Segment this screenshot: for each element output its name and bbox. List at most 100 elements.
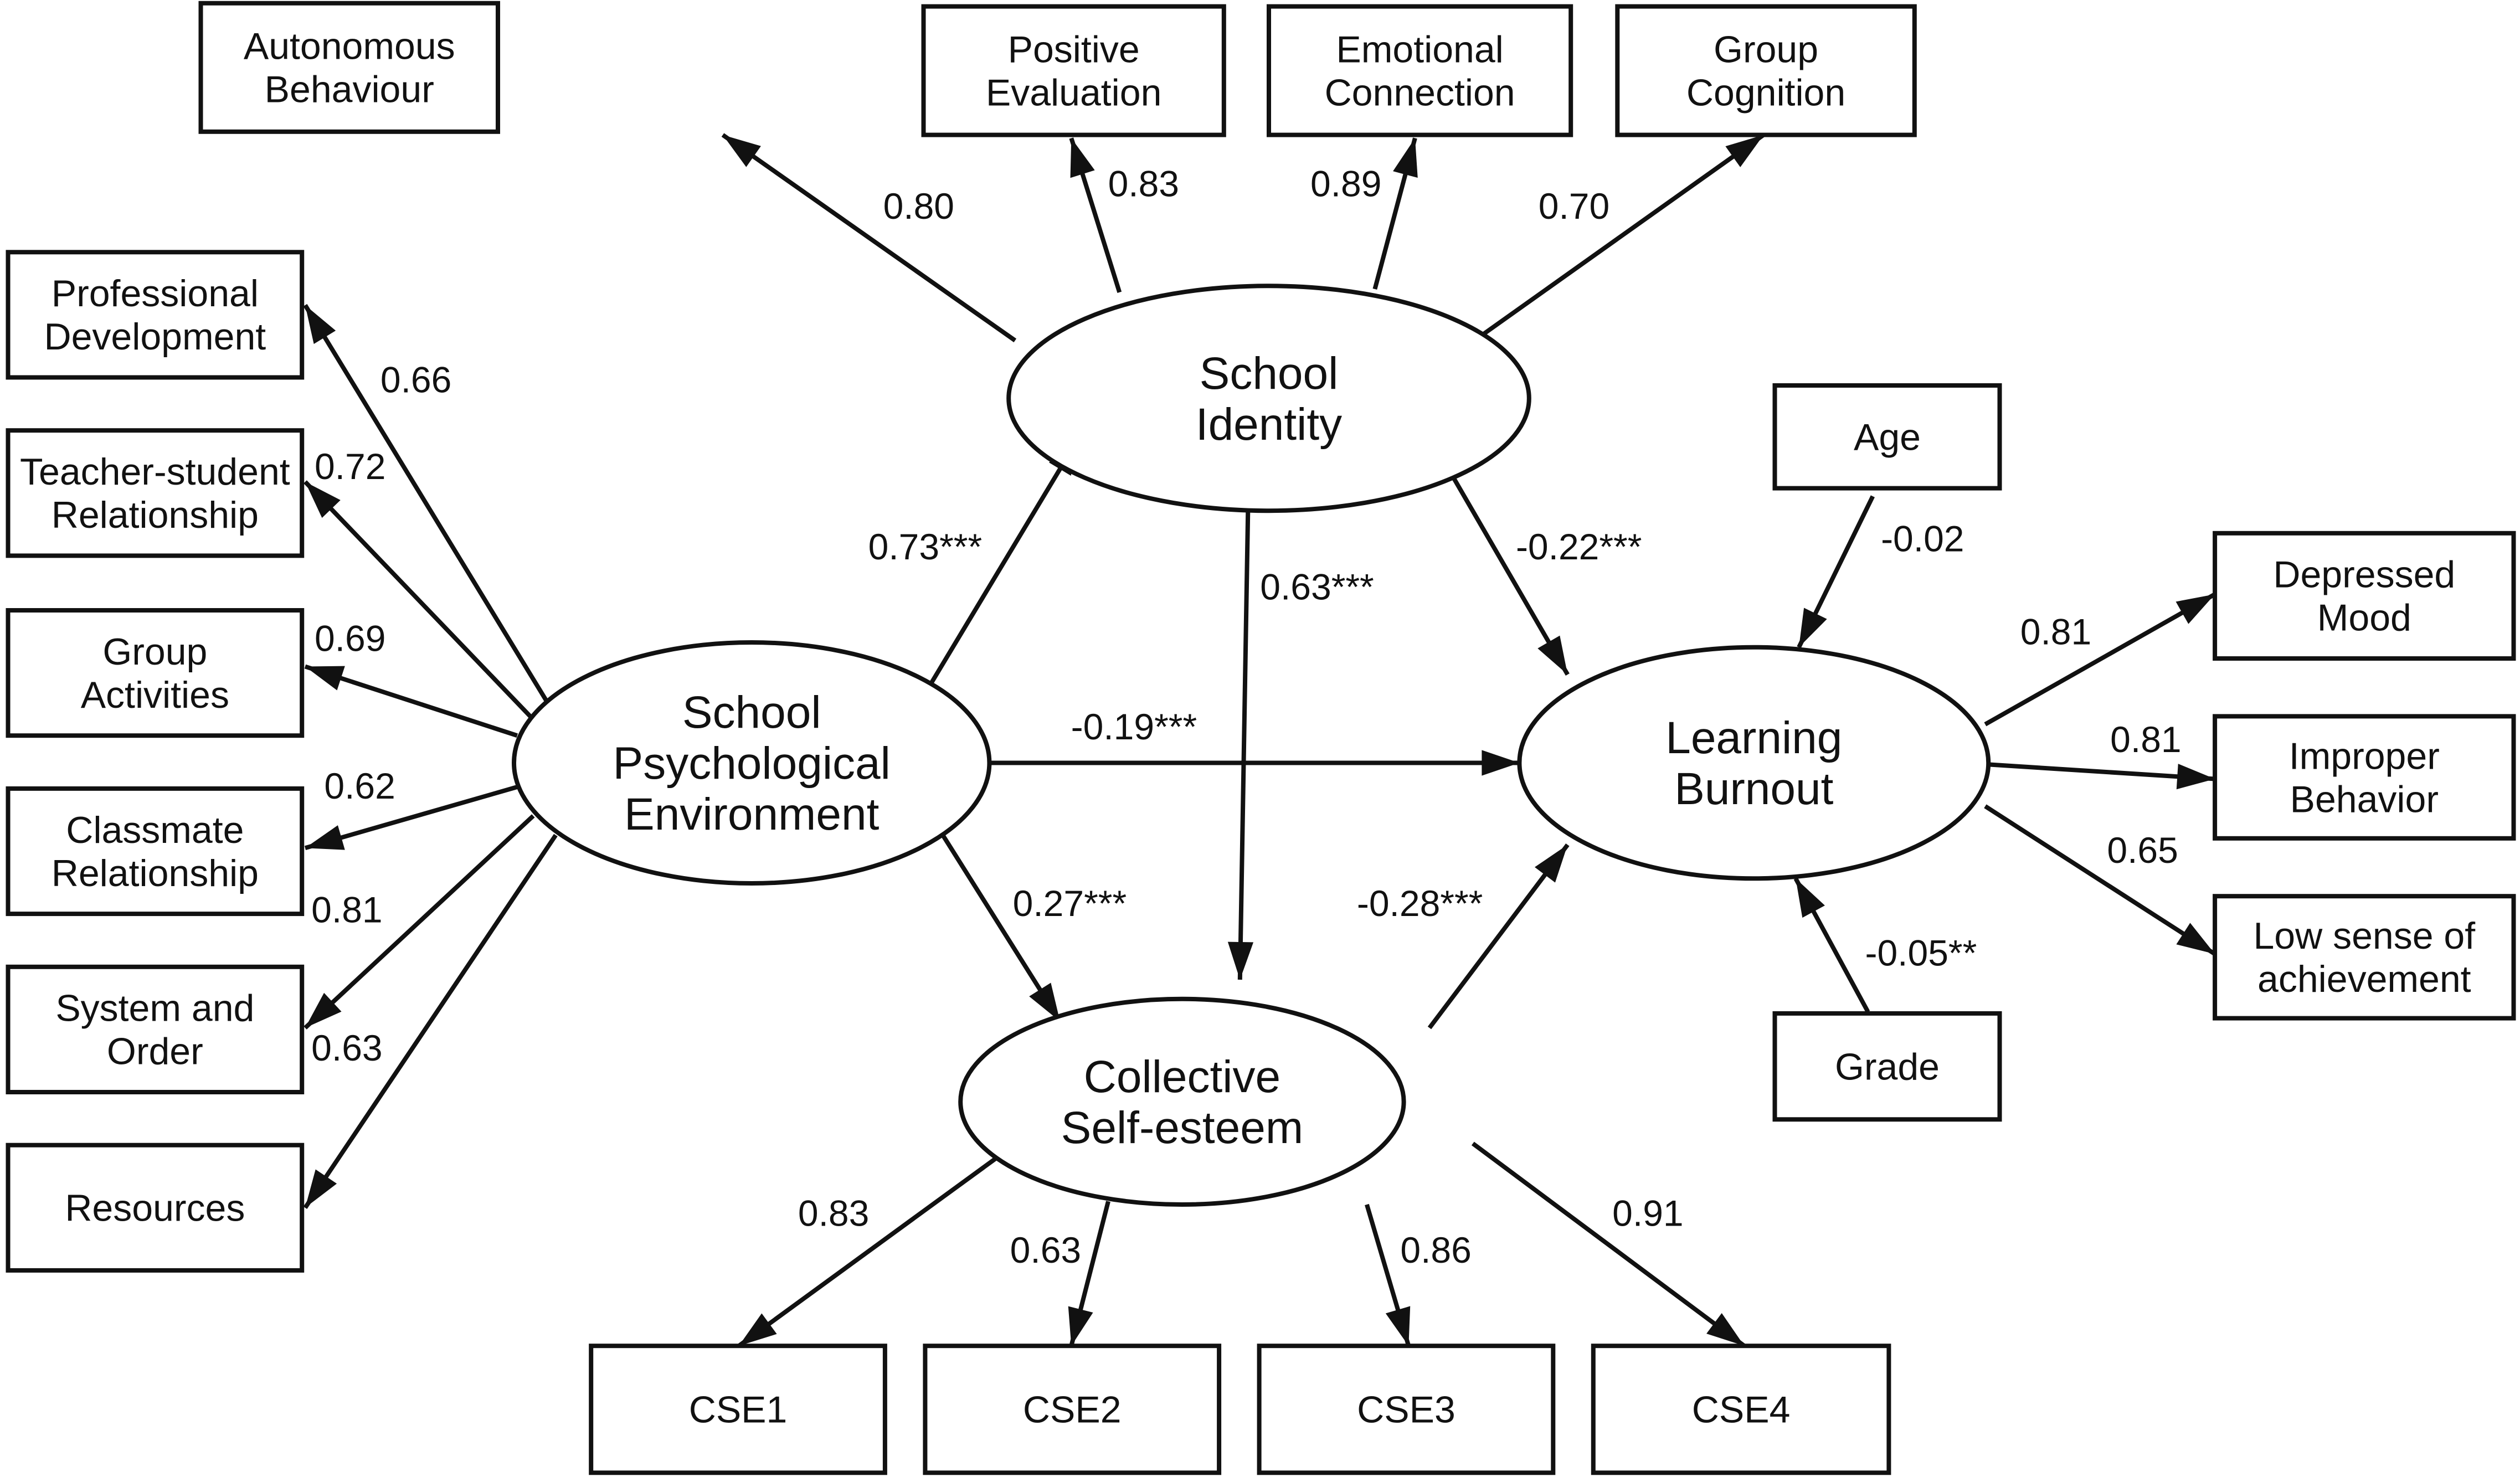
si-to-autonomous-arrow	[721, 133, 1017, 343]
si-to-burnout-arrow	[1437, 451, 1570, 676]
spe-to-professional-arrow	[303, 303, 548, 702]
coef-si-burnout: -0.22***	[1516, 526, 1642, 567]
coef-cse-cse2: 0.63	[1010, 1229, 1081, 1270]
autonomous-behaviour-box-shape	[198, 1, 500, 134]
coef-spe-burnout: -0.19***	[1071, 706, 1197, 747]
age-box-label: Age	[1854, 416, 1921, 459]
age-to-burnout-arrow	[1797, 495, 1875, 649]
cse3-box-label: CSE3	[1357, 1389, 1456, 1431]
grade-box-label: Grade	[1835, 1046, 1940, 1088]
cse-to-cse1-arrow	[737, 1145, 1014, 1348]
spe-to-system-order-arrow	[304, 814, 535, 1030]
spe-to-group-activities-arrow	[304, 664, 518, 738]
school-identity-ellipse-shape	[1006, 284, 1531, 513]
classmate-relationship-box-shape	[6, 786, 305, 917]
cse2-box-label: CSE2	[1023, 1389, 1122, 1431]
path-arrows	[303, 133, 2216, 1348]
coef-spe-resources: 0.63	[311, 1027, 382, 1068]
professional-development-box-shape	[6, 250, 305, 380]
coef-si-cse: 0.63***	[1260, 567, 1374, 608]
coef-age-burnout: -0.02	[1881, 518, 1964, 559]
cse3-box-shape	[1257, 1344, 1556, 1475]
coef-spe-system-order: 0.81	[311, 889, 382, 930]
improper-behavior-box-shape	[2213, 714, 2516, 841]
spe-to-classmate-arrow	[304, 785, 518, 851]
coef-spe-classmate: 0.62	[324, 765, 395, 806]
grade-box-shape	[1772, 1011, 2002, 1122]
cse1-box: CSE1	[589, 1344, 887, 1475]
spe-to-si-arrow	[929, 435, 1082, 684]
coef-burnout-low-sense: 0.65	[2107, 830, 2178, 871]
resources-box-label: Resources	[65, 1187, 245, 1229]
learning-burnout-ellipse-shape	[1517, 645, 1991, 881]
coef-cse-burnout: -0.28***	[1357, 883, 1483, 924]
coef-spe-teacher-student: 0.72	[315, 446, 385, 487]
group-cognition-box-shape	[1615, 4, 1917, 137]
school-psychological-environment-ellipse-shape	[511, 640, 992, 886]
coef-burnout-depressed: 0.81	[2020, 611, 2091, 652]
cse-to-cse4-arrow	[1471, 1141, 1746, 1348]
coef-si-autonomous: 0.80	[883, 186, 954, 227]
resources-box-shape	[6, 1143, 305, 1273]
coef-cse-cse1: 0.83	[798, 1193, 869, 1234]
grade-to-burnout-arrow	[1793, 877, 1870, 1013]
group-activities-box-shape	[6, 608, 305, 738]
coef-spe-group-activities: 0.69	[315, 618, 385, 658]
cse-to-cse3-arrow	[1365, 1203, 1411, 1347]
cse1-box-label: CSE1	[689, 1389, 788, 1431]
low-sense-of-achievement-box-shape	[2213, 894, 2516, 1021]
grade-box: Grade	[1772, 1011, 2002, 1122]
spe-to-resources-arrow	[303, 833, 558, 1210]
cse4-box: CSE4	[1591, 1344, 1891, 1475]
coef-grade-burnout: -0.05**	[1865, 933, 1977, 974]
resources-box: Resources	[6, 1143, 305, 1273]
cse3-box: CSE3	[1257, 1344, 1556, 1475]
si-to-cse-arrow	[1227, 511, 1254, 980]
cse4-box-shape	[1591, 1344, 1891, 1475]
system-and-order-box-shape	[6, 964, 305, 1095]
coef-burnout-improper: 0.81	[2110, 719, 2181, 760]
burnout-to-low-sense-arrow	[1984, 804, 2216, 956]
coef-spe-professional: 0.66	[380, 359, 451, 400]
coef-spe-cse: 0.27***	[1013, 883, 1127, 924]
coef-spe-si: 0.73***	[868, 526, 983, 567]
cse-to-cse2-arrow	[1068, 1201, 1110, 1347]
si-to-group-cognition-arrow	[1473, 133, 1765, 343]
collective-self-esteem-ellipse-shape	[958, 996, 1406, 1207]
spe-to-teacher-student-arrow	[304, 480, 537, 723]
positive-evaluation-box-shape	[921, 4, 1226, 137]
depressed-mood-box-shape	[2213, 531, 2516, 661]
teacher-student-relationship-box-shape	[6, 428, 305, 558]
age-box-shape	[1772, 383, 2002, 491]
spe-to-cse-arrow	[940, 833, 1062, 1023]
cse1-box-shape	[589, 1344, 887, 1475]
coef-si-positive: 0.83	[1108, 163, 1179, 204]
